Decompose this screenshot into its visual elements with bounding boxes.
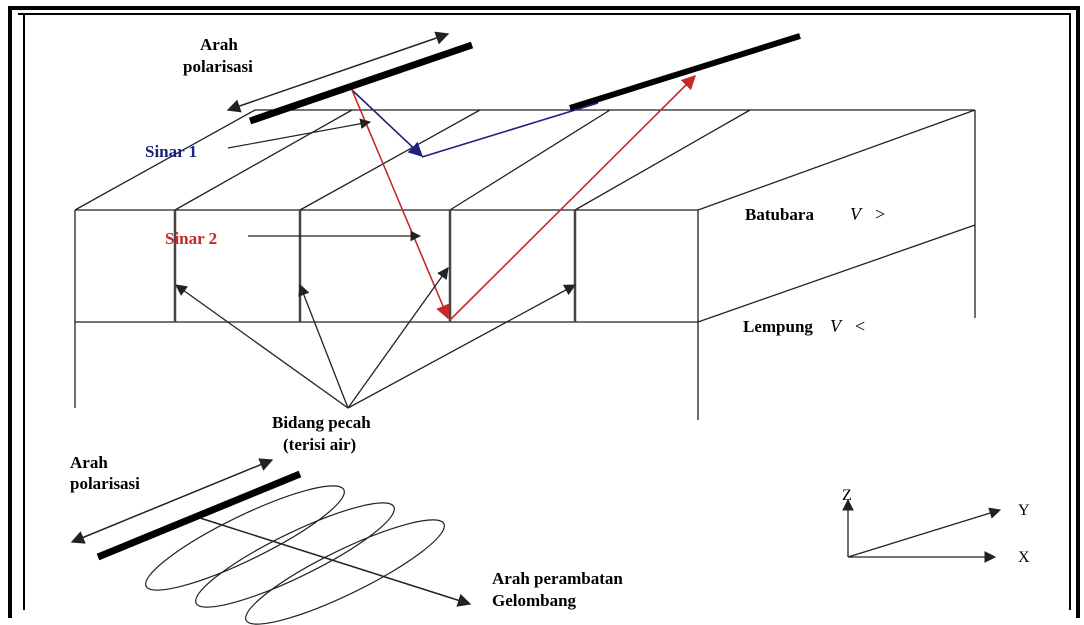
ray-2-label: Sinar 2: [165, 229, 217, 248]
polarization-bottom-label-line2: polarisasi: [70, 474, 140, 493]
polarization-arrow-bottom: [70, 458, 274, 544]
coal-velocity-relation: >: [875, 204, 885, 224]
inner-border: [18, 13, 1071, 610]
propagation-label-line2: Gelombang: [492, 591, 577, 610]
ray-1-pointer: [227, 118, 372, 149]
polarization-bottom-label-line1: Arah: [70, 453, 108, 472]
bottom-polarizer-bar: [96, 470, 302, 561]
propagation-arrow: [199, 517, 472, 607]
wave-oscillation: [145, 485, 445, 625]
coordinate-axes: [842, 498, 1002, 563]
coal-velocity-symbol: V: [850, 204, 863, 224]
polarization-top-label-line2: polarisasi: [183, 57, 253, 76]
clay-layer-label: Lempung: [743, 317, 813, 336]
outer-border: [8, 6, 1080, 618]
fracture-label-line1: Bidang pecah: [272, 413, 371, 432]
ray-1-path: [351, 89, 599, 158]
polarization-top-label-line1: Arah: [200, 35, 238, 54]
clay-velocity-symbol: V: [830, 316, 843, 336]
polarization-arrow-top: [226, 31, 450, 113]
block-front-face: [74, 110, 976, 420]
axis-x-label: X: [1018, 549, 1030, 566]
axis-z-label: Z: [842, 487, 852, 504]
clay-velocity-relation: <: [855, 316, 865, 336]
propagation-label-line1: Arah perambatan: [492, 569, 623, 588]
ray-2-path: [351, 74, 697, 321]
fracture-callout-arrows: [175, 267, 577, 409]
receiver-polarizer-bar: [569, 33, 801, 111]
fracture-label-line2: (terisi air): [283, 435, 356, 454]
source-polarizer-bar: [248, 41, 474, 125]
fracture-planes: [173, 210, 577, 322]
axis-y-label: Y: [1018, 502, 1030, 519]
ray-1-label: Sinar 1: [145, 142, 197, 161]
coal-layer-label: Batubara: [745, 205, 814, 224]
